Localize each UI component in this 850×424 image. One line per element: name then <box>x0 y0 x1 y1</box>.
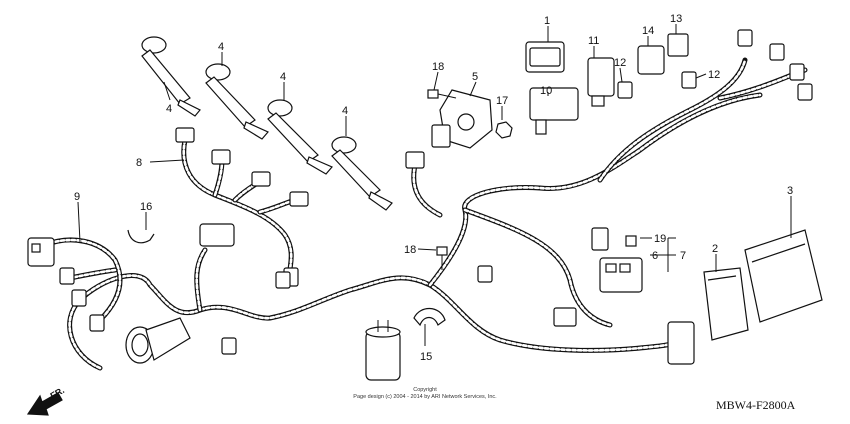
connector-mid-2 <box>477 265 493 283</box>
part-16-clip <box>127 229 155 244</box>
part-19-fuse <box>625 235 637 247</box>
part-10-unit <box>529 87 579 135</box>
part-14-relay <box>637 45 665 75</box>
right-top-connectors <box>737 29 813 101</box>
callout-2: 2 <box>712 243 718 255</box>
part-12-fuse-right <box>681 71 697 89</box>
part-11-unit <box>587 57 615 107</box>
figure-code: MBW4-F2800A <box>716 398 796 412</box>
sub-harness-9 <box>27 237 123 332</box>
callout-5: 5 <box>472 71 478 83</box>
callout-16: 16 <box>140 201 152 213</box>
small-connector-bottom <box>221 337 237 355</box>
callout-14: 14 <box>642 25 654 37</box>
callout-10: 10 <box>540 85 552 97</box>
leader-lines <box>77 24 792 346</box>
callout-18-b: 18 <box>404 244 416 256</box>
part-3-ecm <box>744 229 823 323</box>
ecu-connector <box>667 321 695 365</box>
ignition-coil-4 <box>331 136 393 211</box>
callout-4-b: 4 <box>218 41 224 53</box>
callout-19: 19 <box>654 233 666 245</box>
callout-17: 17 <box>496 95 508 107</box>
callout-4-a: 4 <box>166 103 172 115</box>
copyright-notice: Copyright Page design (c) 2004 - 2014 by… <box>300 387 550 401</box>
callout-18-a: 18 <box>432 61 444 73</box>
fuse-box-6-7 <box>591 227 643 293</box>
callout-9: 9 <box>74 191 80 203</box>
round-connector <box>125 317 191 364</box>
sub-harness-8 <box>175 127 309 287</box>
callout-4-c: 4 <box>280 71 286 83</box>
callout-1: 1 <box>544 15 550 27</box>
ignition-coil-3 <box>267 99 333 175</box>
copyright-line-1: Copyright <box>413 387 437 393</box>
connector-mid-1 <box>275 271 291 289</box>
callout-labels: 1 2 3 4 4 4 4 5 6 7 8 9 10 11 12 12 13 1… <box>74 13 793 363</box>
large-connector-left <box>199 223 235 247</box>
connector-mid-3 <box>553 307 577 327</box>
callout-4-d: 4 <box>342 105 348 117</box>
ignition-coil-2 <box>205 63 269 140</box>
nut-17 <box>495 121 513 139</box>
bolt-18-upper <box>427 89 457 99</box>
part-2-module <box>703 267 749 341</box>
callout-6: 6 <box>652 250 658 262</box>
callout-15: 15 <box>420 351 432 363</box>
callout-11: 11 <box>588 35 599 47</box>
bolt-18-lower <box>436 246 448 270</box>
callout-12-a: 12 <box>614 57 626 69</box>
copyright-line-2: Page design (c) 2004 - 2014 by ARI Netwo… <box>353 394 497 400</box>
capacitor <box>365 320 401 381</box>
callout-12-b: 12 <box>708 69 720 81</box>
callout-13: 13 <box>670 13 682 25</box>
callout-3: 3 <box>787 185 793 197</box>
callout-7: 7 <box>680 250 686 262</box>
callout-8: 8 <box>136 157 142 169</box>
ignition-coil-1 <box>141 36 201 117</box>
front-direction-arrow <box>26 392 63 416</box>
part-12-fuse <box>617 81 633 99</box>
part-5-sensor <box>431 89 493 149</box>
part-15-clamp <box>413 307 446 327</box>
part-1-relay <box>525 41 565 73</box>
connector-top-5 <box>405 151 425 169</box>
part-13-relay <box>667 33 689 57</box>
